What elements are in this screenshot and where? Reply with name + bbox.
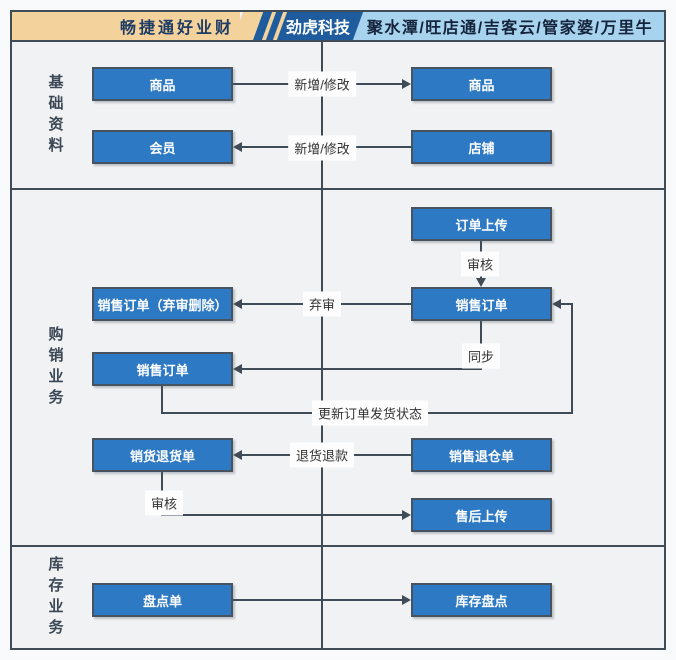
- edge-label-ship-status: 更新订单发货状态: [311, 400, 429, 426]
- node-sales-return-platform: 销售退仓单: [411, 438, 552, 472]
- line-segment: [561, 303, 573, 305]
- node-stocktake-platform: 库存盘点: [411, 583, 552, 617]
- platforms-title: 聚水潭/旺店通/吉客云/管家婆/万里牛: [366, 20, 654, 37]
- left-system-title: 畅捷通好业财: [119, 20, 234, 37]
- node-shop-platform: 店铺: [411, 130, 552, 164]
- diagram-frame: 畅捷通好业财 劲虎科技 聚水潭/旺店通/吉客云/管家婆/万里牛 基础资料 购销业…: [10, 10, 666, 650]
- section-label-basic: 基础资料: [48, 74, 64, 154]
- node-order-upload: 订单上传: [411, 207, 552, 241]
- line-segment: [233, 599, 402, 601]
- arrow-left-icon: [233, 364, 242, 374]
- node-sales-order-erp: 销售订单: [92, 352, 233, 386]
- arrow-right-icon: [402, 510, 411, 520]
- node-aftersales-upload: 售后上传: [411, 498, 552, 532]
- node-goods-platform: 商品: [411, 67, 552, 101]
- node-sales-order-discard: 销售订单（弃审删除）: [92, 287, 233, 321]
- node-sales-order-platform: 销售订单: [411, 287, 552, 321]
- section-divider-basic-trade: [12, 188, 664, 190]
- section-label-trade: 购销业务: [48, 326, 64, 406]
- header-lightblue-bar: [345, 12, 664, 40]
- edge-label-return-audit: 审核: [144, 490, 184, 516]
- edge-label-order-audit: 审核: [460, 251, 500, 277]
- section-divider-trade-inventory: [12, 545, 664, 547]
- node-member-erp: 会员: [92, 130, 233, 164]
- edge-label-discard: 弃审: [302, 291, 342, 317]
- edge-label-return-refund: 退货退款: [289, 442, 355, 468]
- line-segment: [161, 514, 402, 516]
- node-stocktake-erp: 盘点单: [92, 583, 233, 617]
- node-sales-return-erp: 销货退货单: [92, 438, 233, 472]
- arrow-left-icon: [233, 299, 242, 309]
- section-label-inventory: 库存业务: [48, 556, 64, 636]
- line-segment: [161, 386, 163, 414]
- arrow-right-icon: [402, 595, 411, 605]
- arrow-left-icon: [552, 299, 561, 309]
- edge-label-shop-sync: 新增/修改: [288, 135, 356, 161]
- center-divider: [321, 40, 323, 648]
- node-goods-erp: 商品: [92, 67, 233, 101]
- arrow-left-icon: [233, 142, 242, 152]
- header-tan-bar: [12, 12, 240, 40]
- line-segment: [242, 368, 482, 370]
- arrow-right-icon: [402, 79, 411, 89]
- header-banner: 畅捷通好业财 劲虎科技 聚水潭/旺店通/吉客云/管家婆/万里牛: [12, 12, 664, 40]
- header-bottom-divider: [12, 40, 664, 42]
- edge-label-sync: 同步: [461, 343, 501, 369]
- arrow-down-icon: [476, 278, 486, 287]
- vendor-title: 劲虎科技: [285, 20, 350, 37]
- edge-label-goods-sync: 新增/修改: [288, 71, 356, 97]
- arrow-left-icon: [233, 450, 242, 460]
- line-segment: [571, 303, 573, 414]
